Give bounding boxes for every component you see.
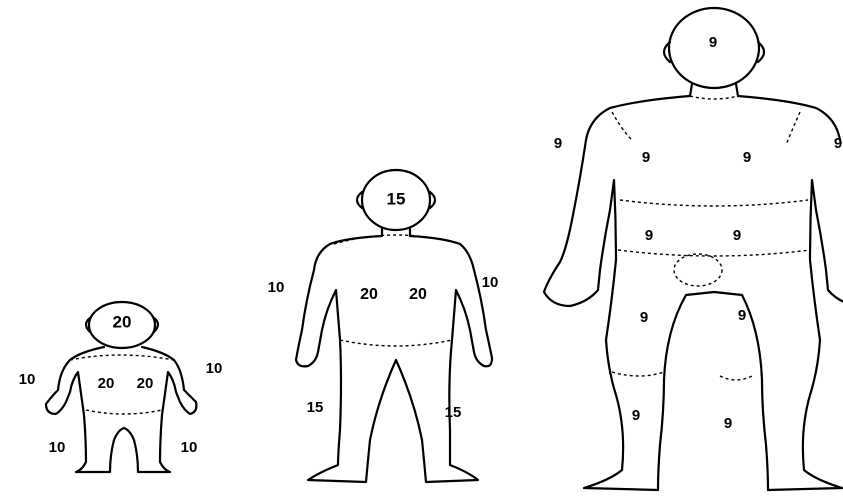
- adult-head-label: 9: [709, 34, 717, 51]
- child-arm-left-label: 10: [268, 279, 285, 296]
- child-shoulder-line: [334, 235, 460, 244]
- adult-abdomen-left-label: 9: [645, 227, 653, 244]
- infant-head-label: 20: [113, 312, 132, 331]
- adult-knee-line-left: [612, 372, 664, 376]
- child-head-label: 15: [387, 189, 406, 208]
- adult-arm-right-outer: [738, 96, 840, 140]
- infant-shoulder-line: [70, 355, 174, 360]
- adult-knee-line-right: [720, 376, 752, 380]
- infant-arm-right-label: 10: [206, 360, 223, 377]
- child-waist-line: [340, 340, 452, 346]
- infant-waist-line: [86, 410, 162, 414]
- adult-figure: 9 9 9 9 9 9 9 9 9 9 9: [544, 8, 843, 490]
- infant-figure: 20 10 10 20 20 10 10: [19, 302, 223, 472]
- infant-body-outline: [46, 347, 196, 472]
- adult-chest-right-label: 9: [743, 149, 751, 166]
- adult-thigh-left-label: 9: [640, 309, 648, 326]
- infant-arm-left-label: 10: [19, 371, 36, 388]
- infant-trunk-left-label: 20: [98, 375, 115, 392]
- adult-thigh-right-label: 9: [738, 307, 746, 324]
- adult-shoulder-line-right: [786, 112, 800, 145]
- adult-arm-right-label: 9: [834, 135, 842, 152]
- adult-body-outline: [544, 96, 843, 490]
- child-leg-left-label: 15: [307, 399, 324, 416]
- adult-genital-area: [674, 254, 722, 286]
- infant-leg-left-label: 10: [49, 439, 66, 456]
- child-trunk-right-label: 20: [409, 286, 427, 303]
- adult-chest-line: [620, 200, 808, 206]
- adult-arm-left-label: 9: [554, 135, 562, 152]
- adult-shoulder-line-left: [612, 112, 632, 140]
- child-leg-right-label: 15: [445, 404, 462, 421]
- adult-abdomen-right-label: 9: [733, 227, 741, 244]
- adult-groin-line: [618, 250, 810, 256]
- infant-leg-right-label: 10: [181, 439, 198, 456]
- infant-trunk-right-label: 20: [137, 375, 154, 392]
- adult-lower-leg-right-label: 9: [724, 415, 732, 432]
- adult-neck-line: [690, 96, 738, 99]
- adult-lower-leg-left-label: 9: [632, 407, 640, 424]
- child-arm-right-label: 10: [482, 274, 499, 291]
- child-trunk-left-label: 20: [360, 286, 378, 303]
- child-figure: 15 10 10 20 20 15 15: [268, 170, 499, 482]
- adult-chest-left-label: 9: [642, 149, 650, 166]
- child-body-outline: [296, 236, 492, 482]
